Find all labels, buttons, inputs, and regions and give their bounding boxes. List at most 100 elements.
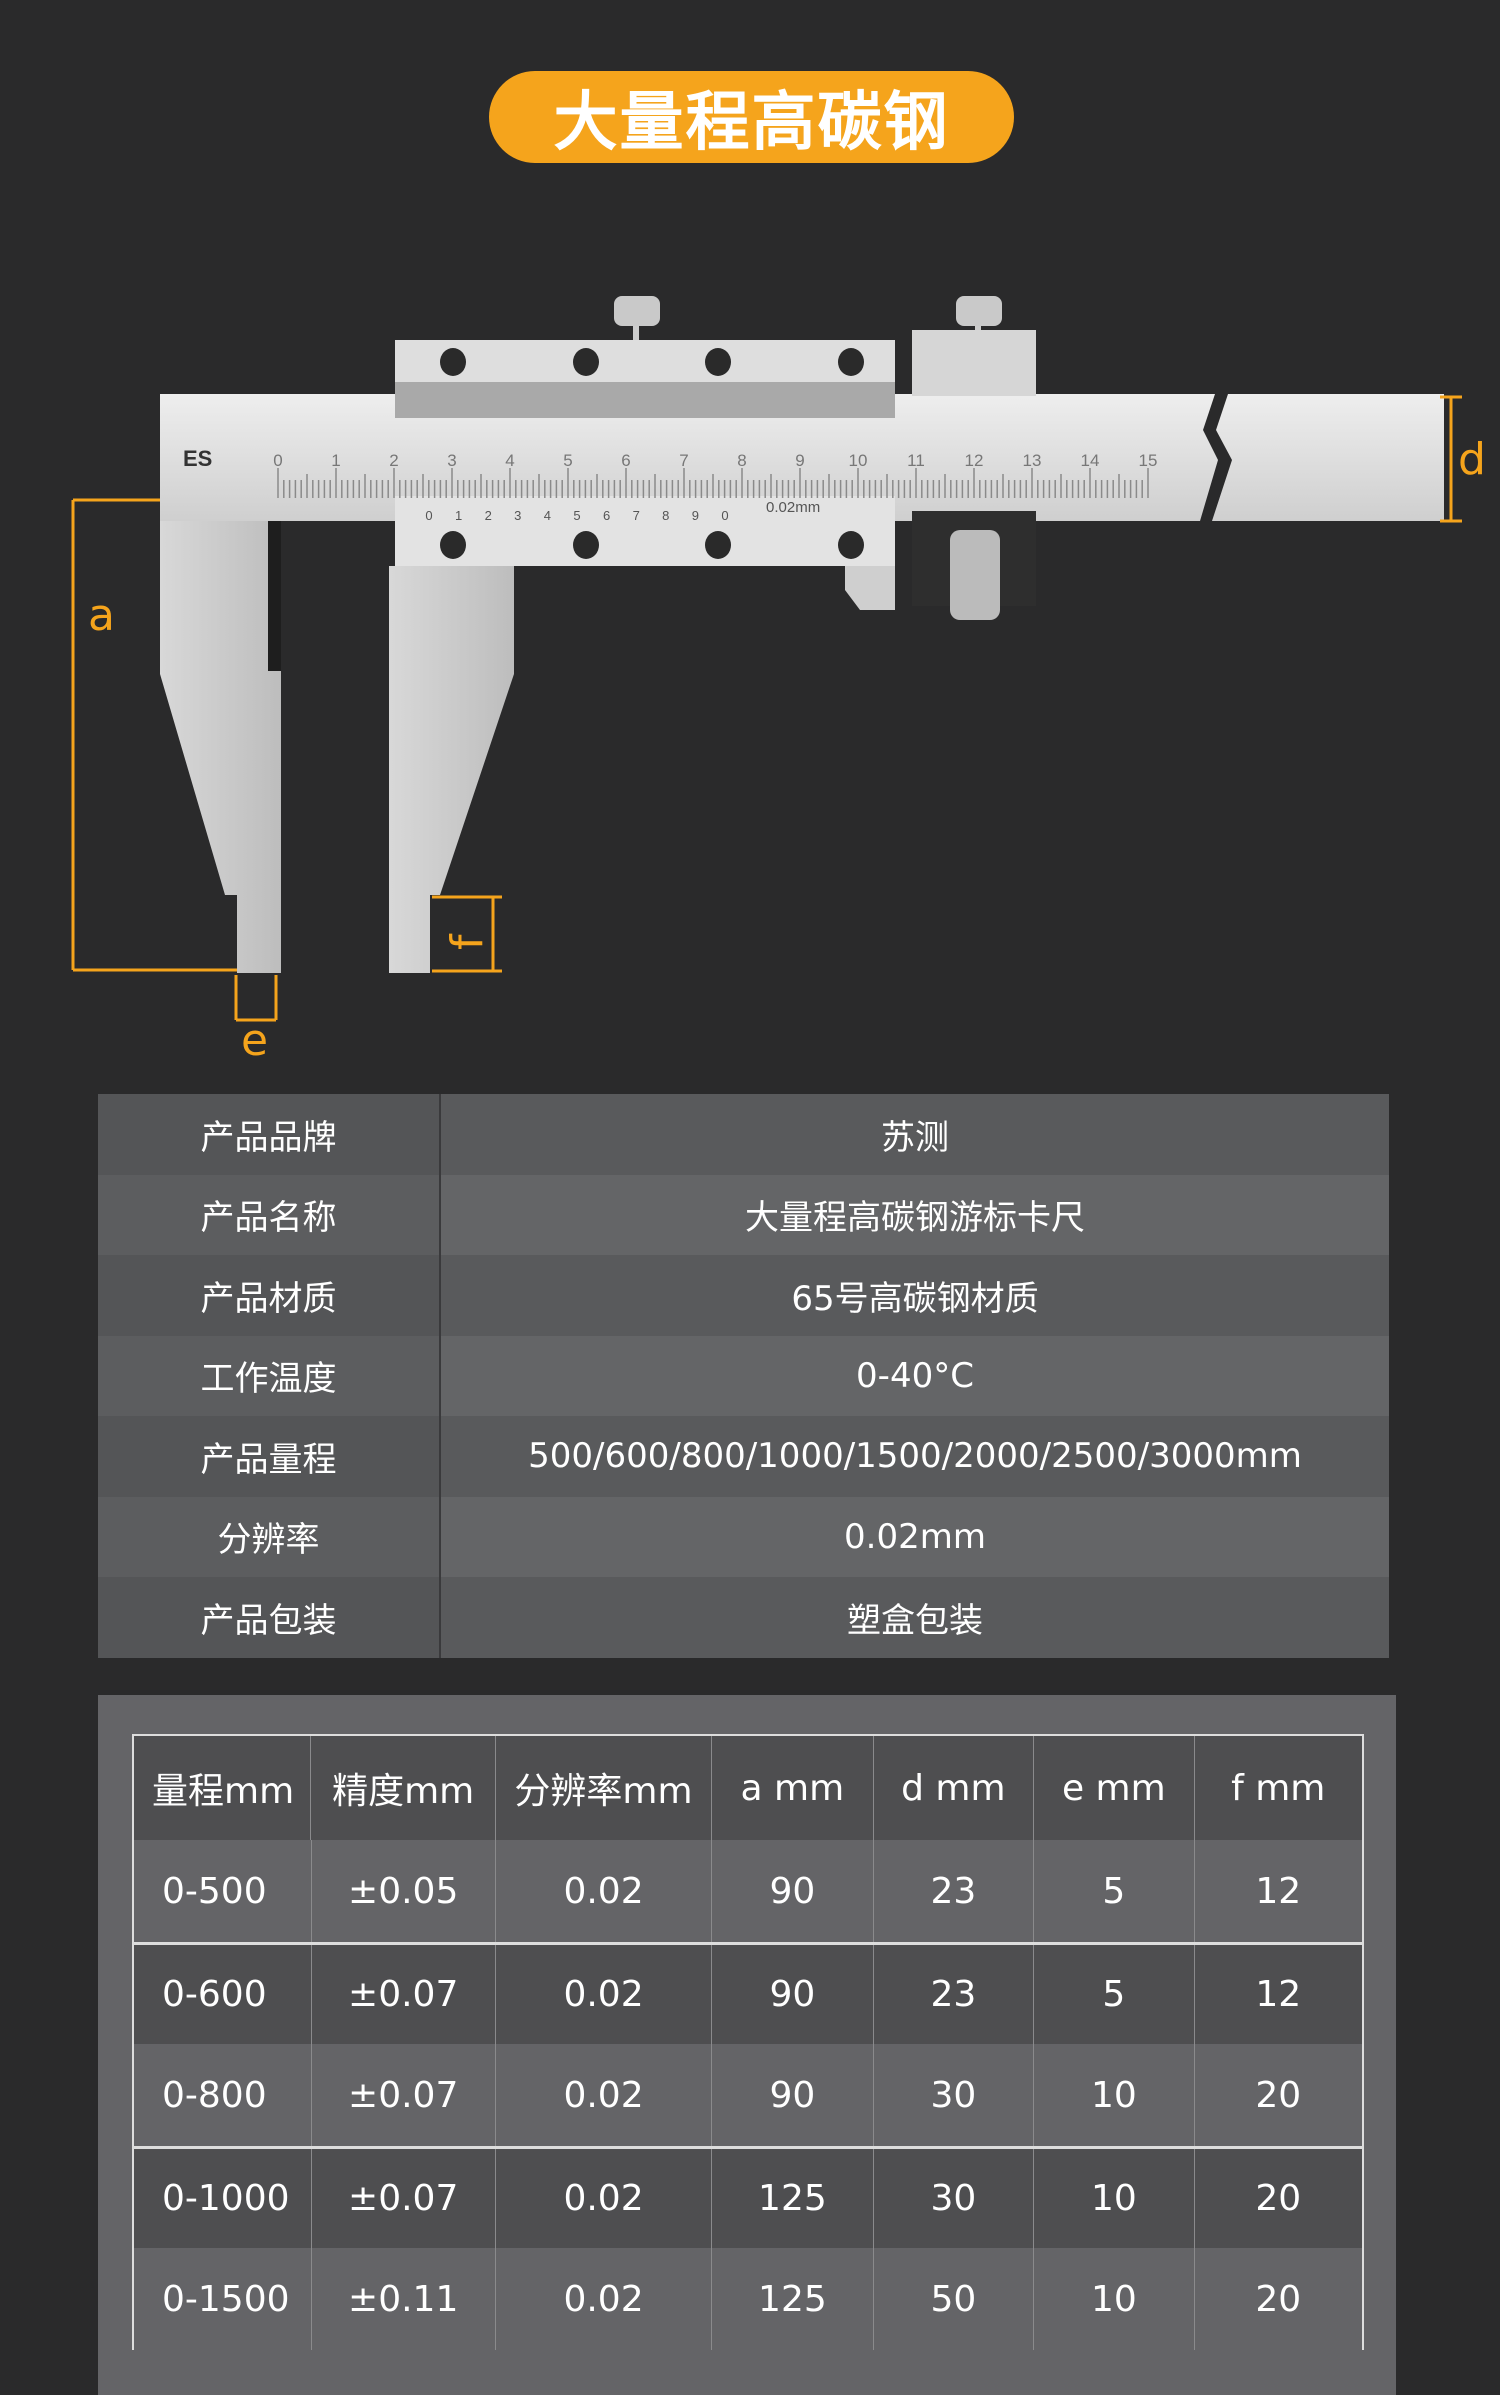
spec-key: 产品材质 [98,1255,441,1336]
table-cell: 30 [874,2149,1035,2248]
spec-row: 产品材质 65号高碳钢材质 [98,1255,1389,1336]
main-scale-label: 14 [1081,451,1100,470]
column-header: 精度mm [311,1736,496,1840]
column-header: ±0.11 [312,2248,496,2350]
column-header: e mm [1034,1736,1195,1840]
table-cell: 0-1000 [134,2149,312,2248]
column-header: 0.02 [496,1840,713,1942]
main-scale-label: 11 [907,451,925,470]
column-header: 90 [712,2044,874,2146]
spec-key: 产品品牌 [98,1094,441,1175]
spec-value: 塑盒包装 [847,1600,983,1641]
table-cell: 5 [1034,1945,1195,2044]
spec-key: 产品量程 [98,1416,441,1497]
dimension-a-label: a [88,590,115,641]
main-scale-label: 8 [737,451,746,470]
main-beam [160,394,1218,521]
dimension-d-label: d [1458,434,1486,485]
spec-key: 工作温度 [98,1335,441,1416]
lock-screw-knob [956,296,1002,332]
resolution-mark: 0.02mm [766,499,820,516]
beam-end [1212,394,1444,521]
table-cell: 12 [1255,1974,1302,2015]
column-header: 0.02 [496,2248,713,2350]
vernier-slider [395,496,895,566]
column-header: 0-800 [134,2044,312,2146]
main-scale-label: 7 [679,451,688,470]
table-cell: ±0.07 [312,2149,496,2248]
vernier-scale-label: 5 [573,508,580,523]
table-cell: 20 [1255,2178,1302,2219]
table-cell: 23 [874,1945,1035,2044]
column-header: 20 [1255,2278,1302,2320]
table-cell: 0-600 [134,1945,312,2044]
spec-value: 苏测 [881,1117,949,1158]
main-scale-label: 4 [505,451,514,470]
vernier-scale-label: 6 [603,508,610,523]
spec-key: 产品包装 [98,1577,441,1658]
vernier-scale-label: 0 [721,508,728,523]
main-scale-label: 3 [447,451,456,470]
main-scale-label: 6 [621,451,630,470]
column-header: 0-1500 [134,2248,312,2350]
spec-row: 产品包装 塑盒包装 [98,1577,1389,1658]
spec-key: 产品名称 [98,1174,441,1255]
vernier-scale-label: 7 [633,508,640,523]
table-cell: 10 [1034,2149,1195,2248]
vernier-scale-label: 0 [425,508,432,523]
main-scale-label: 2 [389,451,398,470]
table-cell: 0.02 [496,1945,713,2044]
column-header: 20 [1255,2074,1302,2116]
spec-value: 500/600/800/1000/1500/2000/2500/3000mm [528,1436,1302,1477]
column-header: ±0.05 [312,1840,496,1942]
fixed-jaw [160,521,281,973]
column-header: 12 [1255,1870,1302,1912]
screws [440,348,864,559]
table-cell: 90 [712,1945,874,2044]
vernier-scale-label: 2 [485,508,492,523]
column-header: 10 [1034,2248,1195,2350]
column-header: 90 [712,1840,874,1942]
moving-jaw [389,566,514,973]
column-header: 量程mm [134,1736,312,1840]
column-header: 23 [874,1840,1035,1942]
main-scale-label: 15 [1139,451,1158,470]
dimension-lines [71,395,1462,1022]
main-scale-label: 0 [273,451,282,470]
dimension-f-label: f [442,933,493,950]
vernier-scale-label: 9 [692,508,699,523]
spec-value: 0.02mm [844,1516,986,1557]
column-header: 分辨率mm [496,1736,713,1840]
table-cell: 125 [712,2149,874,2248]
main-scale-label: 1 [331,451,340,470]
column-header: a mm [712,1736,874,1840]
brand-logo: ES [183,446,212,471]
fine-adjust-block [912,330,1036,396]
column-header: 30 [874,2044,1035,2146]
title-banner: 大量程高碳钢 [489,71,1014,163]
column-header: f mm [1231,1767,1326,1809]
column-header: 125 [712,2248,874,2350]
main-scale-label: 10 [849,451,868,470]
spec-key: 分辨率 [98,1496,441,1577]
spec-row: 产品品牌 苏测 [98,1094,1389,1175]
main-scale-label: 9 [795,451,804,470]
main-scale-label: 5 [563,451,572,470]
spec-row: 分辨率 0.02mm [98,1496,1389,1577]
spec-value: 65号高碳钢材质 [791,1278,1039,1319]
lock-screw-knob [614,296,660,342]
column-header: 10 [1034,2044,1195,2146]
vernier-scale-label: 4 [544,508,551,523]
column-header: 50 [874,2248,1035,2350]
vernier-scale-label: 8 [662,508,669,523]
vernier-scale-label: 3 [514,508,521,523]
